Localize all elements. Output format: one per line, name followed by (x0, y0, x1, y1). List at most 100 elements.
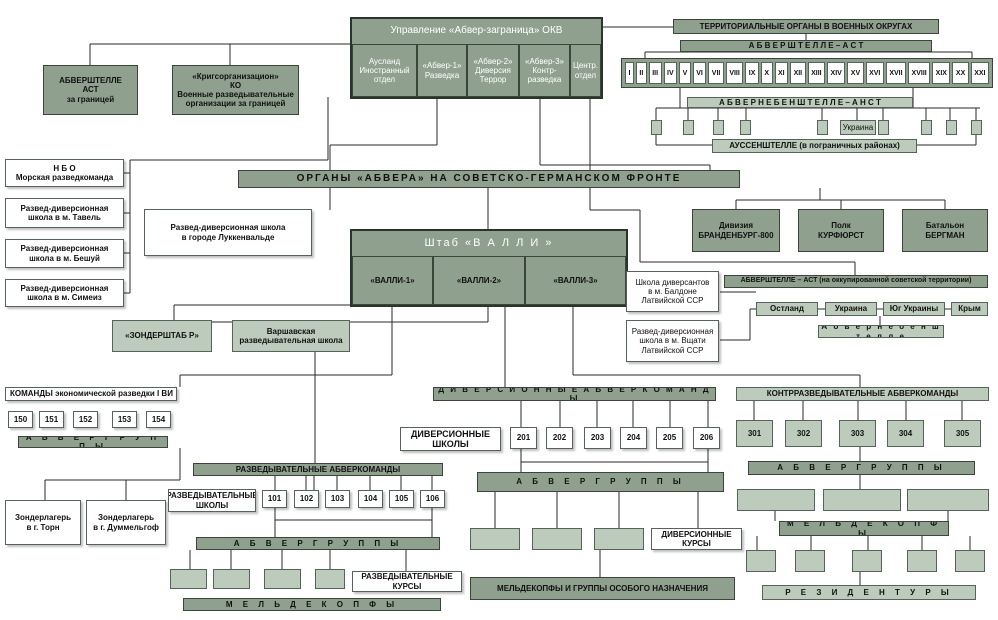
hq-title: Управление «Абвер-заграница» ОКВ (390, 25, 563, 37)
region-crimea: Крым (951, 302, 988, 316)
walli-2-box: «ВАЛЛИ-2» (433, 256, 525, 305)
recon-title-bar: РАЗВЕДЫВАТЕЛЬНЫЕ АБВЕРКОМАНДЫ (193, 463, 443, 476)
counter-group-box (823, 489, 901, 511)
recon-number-box: 102 (294, 490, 319, 508)
counter-number-box: 303 (839, 420, 876, 447)
numeral-cell: XII (790, 62, 806, 84)
recon-group-box (264, 569, 301, 589)
brandenburg-box: Дивизия БРАНДЕНБУРГ-800 (692, 209, 780, 252)
hq-dept-central: Центр. отдел (570, 44, 601, 97)
abwerstelle-abroad-box: АБВЕРШТЕЛЛЕ АСТ за границей (43, 65, 138, 115)
nbo-box: Н Б О Морская разведкоманда (5, 159, 124, 187)
branch-square (683, 120, 694, 135)
recon-number-box: 106 (420, 490, 445, 508)
aussenstelle-box: АУССЕНШТЕЛЛЕ (в пограничных районах) (712, 139, 917, 153)
numeral-cell: VIII (725, 62, 744, 84)
residents-bar: Р Е З И Д Е Н Т У Р Ы (762, 585, 976, 600)
sabotage-groups-bar: А Б В Е Р Г Р У П П Ы (477, 472, 724, 492)
abwerstelle-ast-bar: А Б В Е Р Ш Т Е Л Л Е – А С Т (680, 40, 932, 52)
region-ukraine: Украина (825, 302, 877, 316)
recon-groups-bar: А Б В Е Р Г Р У П П Ы (196, 537, 440, 550)
sabotage-number-box: 204 (620, 427, 647, 449)
branch-square (713, 120, 724, 135)
counter-number-box: 301 (736, 420, 773, 447)
recon-group-box (315, 569, 345, 589)
ko-box: «Кригсорганизацион» КО Военные разведыва… (172, 65, 299, 115)
sonderstab-box: «ЗОНДЕРШТАБ Р» (112, 320, 212, 352)
sabotage-schools-box: ДИВЕРСИОННЫЕ ШКОЛЫ (400, 427, 501, 451)
branch-square (971, 120, 982, 135)
numeral-cell: V (679, 62, 691, 84)
hq-dept-abwehr2: «Абвер-2» Диверсия Террор (467, 44, 519, 97)
recon-meldekopf-bar: М Е Л Ь Д Е К О П Ф Ы (183, 598, 441, 611)
simeiz-school-box: Развед-диверсионная школа в м. Симеиз (5, 279, 124, 307)
counter-number-box: 304 (887, 420, 924, 447)
special-purpose-bar: МЕЛЬДЕКОПФЫ И ГРУППЫ ОСОБОГО НАЗНАЧЕНИЯ (470, 577, 735, 600)
sabotage-number-box: 206 (693, 427, 720, 449)
abwernebenstelle-bar: А Б В Е Р Н Е Б Е Н Ш Т Е Л Л Е – А Н С … (687, 97, 913, 108)
sabotage-group-box (470, 528, 520, 550)
counter-title-bar: КОНТРРАЗВЕДЫВАТЕЛЬНЫЕ АБВЕРКОМАНДЫ (736, 387, 989, 401)
vtsati-school-box: Развед-диверсионная школа в м. Вщати Лат… (626, 320, 719, 362)
branch-square (740, 120, 751, 135)
recon-courses-box: РАЗВЕДЫВАТЕЛЬНЫЕ КУРСЫ (352, 571, 462, 592)
territorial-ukraine-label: Украина (840, 120, 876, 135)
counter-meldekopf-box (746, 550, 776, 572)
numeral-cell: IX (745, 62, 759, 84)
counter-group-box (737, 489, 815, 511)
occupied-nebenstelle-bar: А б в е р н е б е н ш т е л л е (818, 325, 944, 338)
sabotage-number-box: 205 (656, 427, 683, 449)
numeral-cell: XX (952, 62, 969, 84)
territorial-title: ТЕРРИТОРИАЛЬНЫЕ ОРГАНЫ В ВОЕННЫХ ОКРУГАХ (673, 19, 939, 34)
numeral-cell: XVI (865, 62, 884, 84)
beshuy-school-box: Развед-диверсионная школа в м. Бешуй (5, 239, 124, 268)
counter-number-box: 302 (785, 420, 822, 447)
numeral-cell: XV (847, 62, 864, 84)
counter-meldekopf-box (852, 550, 882, 572)
counter-meldekopf-box (907, 550, 937, 572)
numeral-cell: XVIII (908, 62, 931, 84)
economic-number-box: 152 (73, 411, 98, 428)
numeral-cell: XIII (807, 62, 826, 84)
hq-dept-abwehr3: «Абвер-3» Контр- разведка (519, 44, 570, 97)
front-title-bar: ОРГАНЫ «АБВЕРА» НА СОВЕТСКО-ГЕРМАНСКОМ Ф… (238, 170, 740, 188)
branch-square (817, 120, 828, 135)
numeral-cell: XIX (932, 62, 951, 84)
numeral-cell: I (625, 62, 634, 84)
counter-meldekopf-box (795, 550, 825, 572)
sabotage-number-box: 203 (584, 427, 611, 449)
hq-dept-abwehr1: «Абвер-1» Разведка (417, 44, 467, 97)
economic-number-box: 153 (112, 411, 137, 428)
walli-title: Штаб «В А Л Л И » (424, 236, 554, 249)
dummelgof-camp-box: Зондерлагерь в г. Думмельгоф (86, 500, 166, 545)
counter-number-box: 305 (944, 420, 981, 447)
numeral-cell: XXI (970, 62, 989, 84)
numeral-cell: III (648, 62, 662, 84)
counter-group-box (907, 489, 989, 511)
region-ostland: Остланд (756, 302, 818, 316)
sabotage-number-box: 201 (510, 427, 537, 449)
counter-meldekopf-box (955, 550, 985, 572)
branch-square (946, 120, 957, 135)
recon-number-box: 105 (389, 490, 414, 508)
counter-meldekopf-bar: М Е Л Ь Д Е К О П Ф Ы (779, 521, 949, 536)
bergman-box: Батальон БЕРГМАН (902, 209, 988, 252)
baldone-school-box: Школа диверсантов в м. Балдоне Латвийско… (626, 271, 719, 312)
sabotage-courses-box: ДИВЕРСИОННЫЕ КУРСЫ (651, 528, 742, 550)
numeral-cell: XI (774, 62, 789, 84)
hq-dept-ausland: Аусланд Иностранный отдел (352, 44, 417, 97)
kurfurst-box: Полк КУРФЮРСТ (798, 209, 884, 252)
recon-number-box: 104 (358, 490, 383, 508)
numeral-cell: X (760, 62, 773, 84)
counter-groups-bar: А Б В Е Р Г Р У П П Ы (748, 461, 975, 475)
walli-3-box: «ВАЛЛИ-3» (525, 256, 626, 305)
economic-number-box: 154 (146, 411, 171, 428)
branch-square (921, 120, 932, 135)
branch-square (651, 120, 662, 135)
sabotage-number-box: 202 (546, 427, 573, 449)
recon-group-box (213, 569, 250, 589)
economic-number-box: 150 (8, 411, 33, 428)
walli-1-box: «ВАЛЛИ-1» (352, 256, 433, 305)
luckenwalde-school-box: Развед-диверсионная школа в городе Лукке… (144, 209, 312, 256)
